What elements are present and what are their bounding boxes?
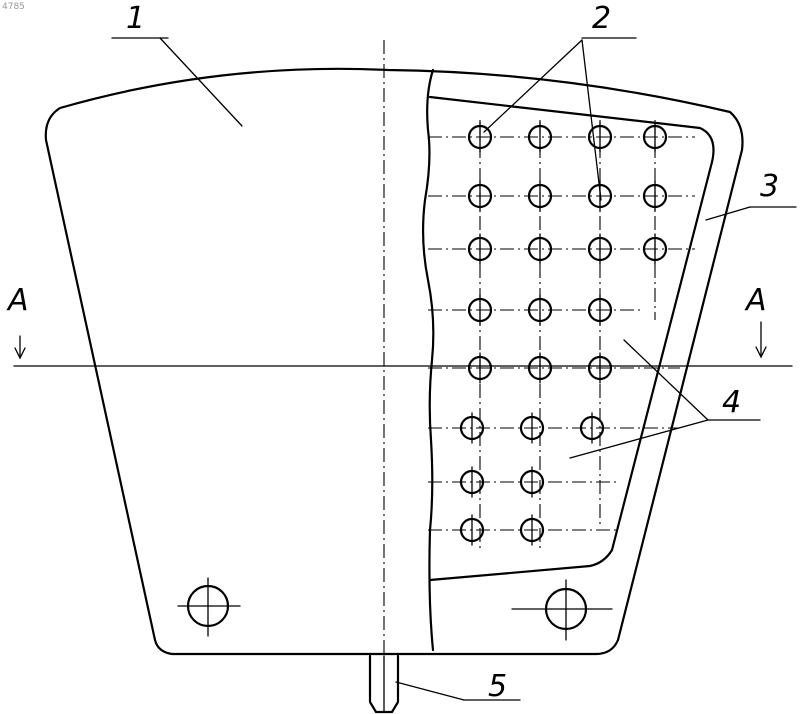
label-part-5: 5: [488, 669, 507, 704]
body-outline: [46, 69, 743, 654]
hole-grid: [428, 120, 695, 548]
label-section-left: A: [6, 283, 29, 318]
label-part-2: 2: [592, 1, 611, 36]
insert-outline: [430, 97, 714, 580]
mount-hole-left: [178, 578, 240, 636]
image-id-text: 4785: [2, 2, 25, 12]
label-part-1: 1: [126, 1, 145, 36]
label-section-right: A: [744, 283, 767, 318]
section-arrow-left: [15, 336, 25, 358]
mount-hole-right: [512, 580, 612, 640]
break-line: [423, 70, 433, 650]
pin-shaft: [370, 656, 398, 712]
section-arrow-right: [756, 322, 766, 357]
label-part-4: 4: [722, 385, 741, 420]
label-part-3: 3: [760, 169, 779, 204]
